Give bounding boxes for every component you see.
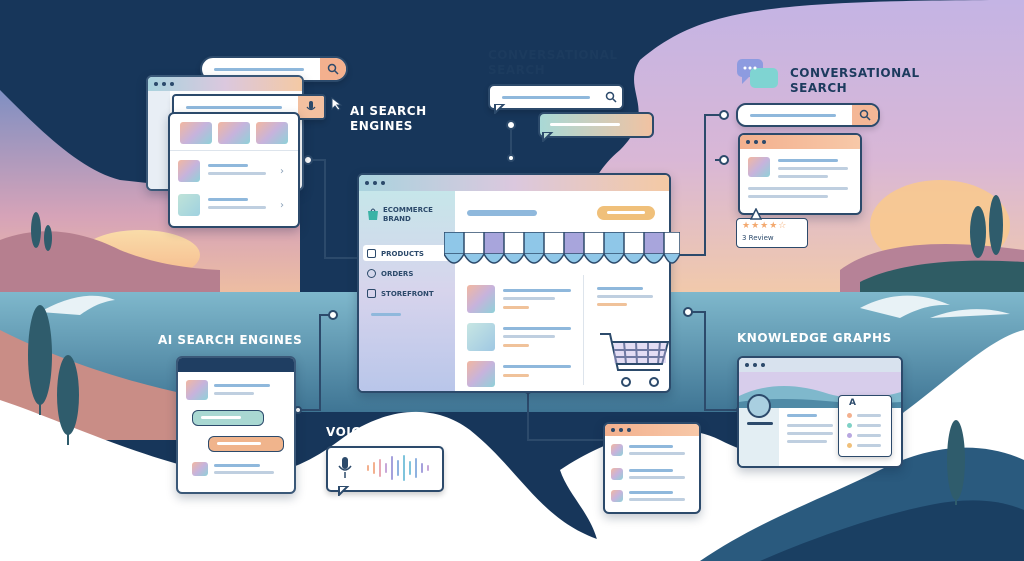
list-thumbnail — [611, 468, 623, 480]
search-query-placeholder — [186, 106, 282, 109]
connector-node — [719, 110, 729, 120]
search-icon[interactable] — [320, 58, 346, 80]
result-title-line — [208, 164, 248, 167]
result-list-window — [603, 422, 701, 514]
chat-message-bubble — [208, 436, 284, 452]
chevron-right-icon[interactable]: › — [280, 166, 284, 177]
window-titlebar — [148, 77, 302, 91]
menu-item-orders[interactable]: ORDERS — [367, 269, 413, 278]
store-brand-name: ECOMMERCE BRAND — [383, 206, 433, 223]
connector-node — [506, 120, 516, 130]
connector-node — [303, 155, 313, 165]
ecommerce-storefront-window: ECOMMERCE BRAND PRODUCTS ORDERS STOREFRO… — [357, 173, 671, 393]
menu-item-products[interactable]: PRODUCTS — [367, 249, 424, 258]
label-knowledge-graphs: KNOWLEDGE GRAPHS — [737, 331, 892, 345]
review-count: 3 Review — [742, 234, 774, 242]
chat-avatar — [192, 462, 208, 476]
product-thumbnail — [748, 157, 770, 177]
voice-search-widget[interactable] — [326, 446, 444, 492]
chat-avatar — [186, 380, 208, 400]
connector-node — [683, 307, 693, 317]
menu-active-highlight — [363, 245, 451, 261]
search-query-placeholder — [214, 68, 304, 71]
entity-letter: A — [849, 398, 856, 408]
entity-avatar — [747, 394, 771, 418]
search-query-placeholder — [750, 114, 836, 117]
search-bar-right[interactable] — [736, 103, 880, 127]
result-title-line — [208, 198, 248, 201]
connector-node — [507, 154, 515, 162]
result-thumbnail — [218, 122, 250, 144]
list-thumbnail — [611, 444, 623, 456]
label-conversational-search-top: CONVERSATIONAL SEARCH — [488, 48, 618, 77]
store-search-line — [467, 210, 537, 216]
shopping-bag-icon — [368, 208, 378, 220]
result-thumbnail — [178, 194, 200, 216]
speech-bubble-tail — [750, 208, 762, 220]
product-thumbnail — [467, 323, 495, 351]
audio-waveform-icon — [367, 455, 429, 481]
label-ai-search-engines-left: AI SEARCH ENGINES — [158, 333, 303, 347]
review-badge: ★★★★☆ 3 Review — [736, 218, 808, 248]
store-awning — [444, 232, 680, 264]
knowledge-panel-card: A — [838, 395, 892, 457]
connector-node — [328, 310, 338, 320]
search-query-placeholder — [502, 96, 590, 99]
result-text-line — [208, 172, 266, 175]
store-cta-button[interactable] — [597, 206, 655, 220]
conversational-search-bar[interactable] — [488, 84, 624, 110]
result-thumbnail — [178, 160, 200, 182]
label-voice-search: VOICE SEARCH — [326, 425, 432, 439]
search-results-card: › › — [168, 112, 300, 228]
chevron-right-icon[interactable]: › — [280, 200, 284, 211]
speech-bubble-tail — [542, 132, 554, 142]
microphone-icon[interactable] — [338, 456, 352, 480]
result-text-line — [208, 206, 266, 209]
shopping-cart-icon — [600, 333, 670, 387]
browser-sidebar — [148, 91, 170, 189]
product-thumbnail — [467, 285, 495, 313]
chat-reply-bubble — [538, 112, 654, 138]
speech-bubble-tail — [338, 486, 350, 496]
label-ai-search-engines-top: AI SEARCH ENGINES — [350, 104, 427, 133]
store-sidebar: ECOMMERCE BRAND PRODUCTS ORDERS STOREFRO… — [359, 191, 455, 391]
list-thumbnail — [611, 490, 623, 502]
label-conversational-search-right: CONVERSATIONAL SEARCH — [790, 66, 920, 95]
product-thumbnail — [467, 361, 495, 387]
rating-stars: ★★★★☆ — [742, 221, 788, 231]
result-thumbnail — [180, 122, 212, 144]
search-icon[interactable] — [852, 105, 878, 125]
cart-icon — [367, 269, 376, 278]
store-icon — [367, 289, 376, 298]
menu-item-storefront[interactable]: STOREFRONT — [367, 289, 434, 298]
result-thumbnail — [256, 122, 288, 144]
grid-icon — [367, 249, 376, 258]
speech-bubble-tail — [494, 104, 506, 114]
chat-message-bubble — [192, 410, 264, 426]
search-icon[interactable] — [600, 86, 622, 108]
connector-node — [719, 155, 729, 165]
product-result-card — [738, 133, 862, 215]
microphone-icon[interactable] — [298, 96, 324, 118]
chat-window — [176, 356, 296, 494]
cursor-icon — [331, 97, 343, 111]
chat-icon — [737, 59, 778, 88]
